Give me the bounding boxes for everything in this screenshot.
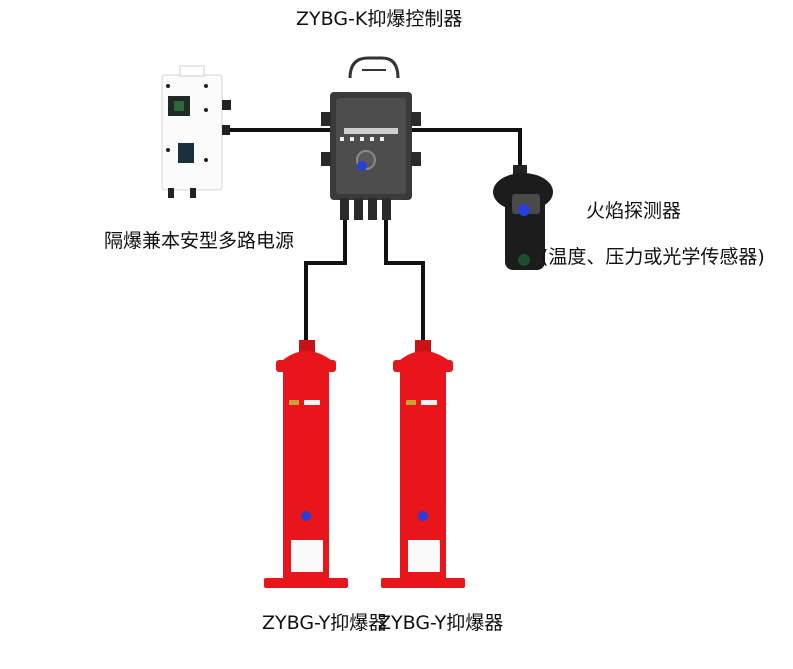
- detector-sublabel: (温度、压力或光学传感器): [541, 246, 765, 268]
- suppressor-2-label: ZYBG-Y抑爆器: [378, 612, 504, 634]
- suppressor-2: [381, 340, 465, 588]
- wire-controller-to-suppressor-2: [384, 220, 425, 345]
- suppressor-1: [264, 340, 348, 588]
- flame-detector: [493, 165, 553, 270]
- controller-label: ZYBG-K抑爆控制器: [296, 8, 463, 30]
- power-supply: [161, 65, 231, 198]
- power-supply-label: 隔爆兼本安型多路电源: [104, 230, 295, 252]
- wire-controller-to-suppressor-1: [304, 220, 347, 345]
- wires: [226, 128, 522, 345]
- controller: [321, 56, 421, 220]
- suppressor-1-label: ZYBG-Y抑爆器: [262, 612, 388, 634]
- detector-label: 火焰探测器: [586, 200, 682, 222]
- wire-controller-to-detector: [412, 128, 522, 172]
